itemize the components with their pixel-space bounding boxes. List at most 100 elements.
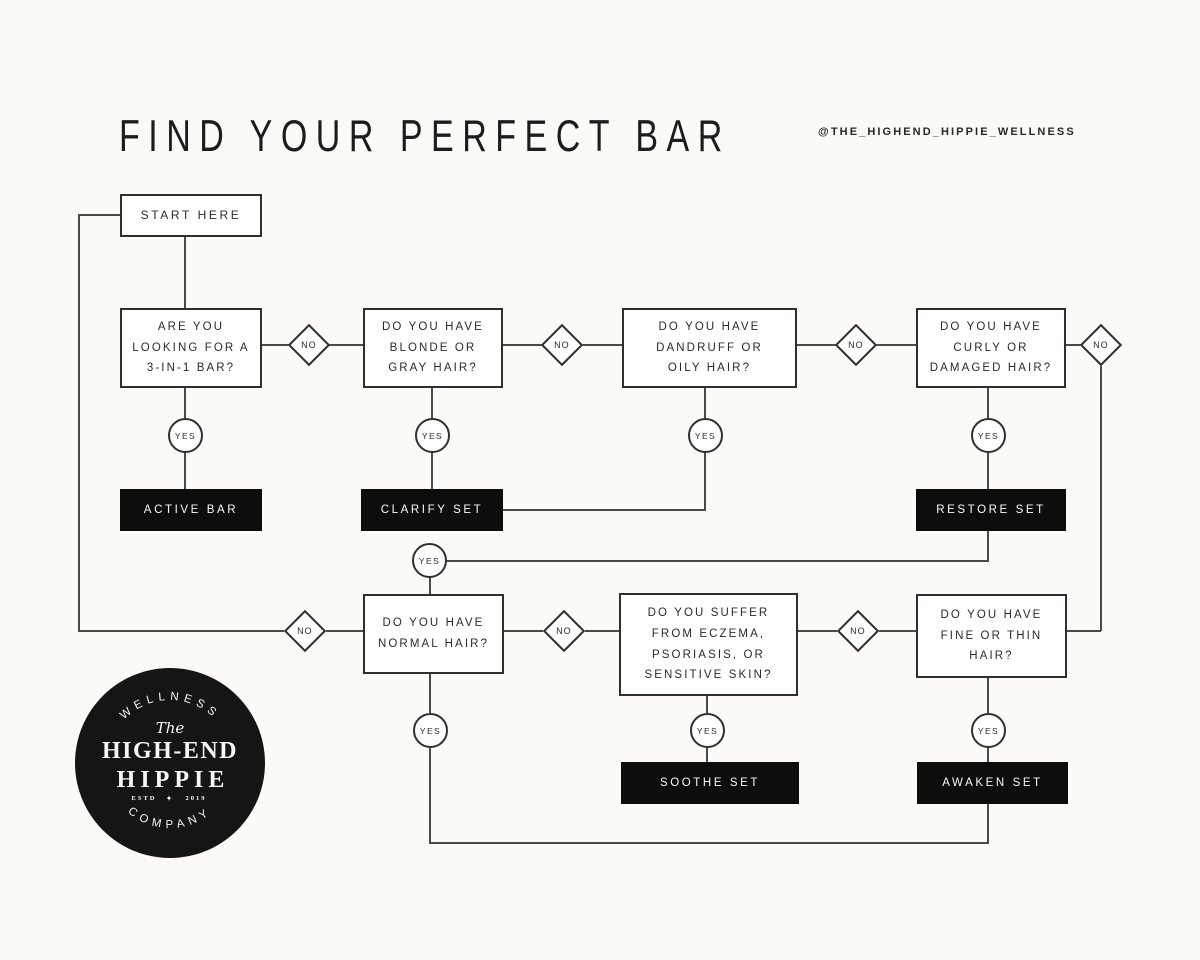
connector-line [326,630,363,632]
yes-connector-1: YES [168,418,203,453]
connector-line [876,344,916,346]
connector-line [184,237,186,308]
question-label: DO YOU HAVE FINE OR THIN HAIR? [940,608,1043,663]
no-connector-6: NO [542,609,586,653]
yes-label: YES [174,430,197,441]
yes-label: YES [977,725,1000,736]
node-q-normal-hair: DO YOU HAVE NORMAL HAIR? [363,594,504,674]
connector-line [987,531,989,561]
connector-line [706,748,708,762]
logo-the: The [156,719,185,737]
no-label: NO [297,626,313,636]
connector-line [184,452,186,489]
logo-name-hippie: HIPPIE [117,767,230,793]
connector-line [78,214,80,632]
result-awaken-set: AWAKEN SET [917,762,1068,804]
yes-label: YES [694,430,717,441]
node-q-dandruff-oily: DO YOU HAVE DANDRUFF OR OILY HAIR? [622,308,797,388]
connector-line [79,214,120,216]
connector-line [1067,630,1101,632]
no-label: NO [301,340,317,350]
connector-line [987,748,989,762]
yes-connector-2: YES [415,418,450,453]
connector-line [987,804,989,844]
result-active-bar: ACTIVE BAR [120,489,262,531]
connector-line [184,388,186,418]
no-label: NO [554,340,570,350]
result-clarify-set: CLARIFY SET [361,489,503,531]
result-label: AWAKEN SET [942,777,1043,789]
connector-line [429,674,431,713]
connector-line [262,344,289,346]
question-label: ARE YOU LOOKING FOR A 3-IN-1 BAR? [132,320,250,375]
yes-connector-4: YES [971,418,1006,453]
connector-line [987,678,989,713]
no-label: NO [556,626,572,636]
connector-line [798,630,837,632]
connector-line [1100,366,1102,631]
diamond-ornament-icon: ✦ [166,795,173,803]
connector-line [1066,344,1081,346]
connector-line [329,344,363,346]
connector-line [797,344,836,346]
yes-connector-8: YES [971,713,1006,748]
no-connector-4: NO [1079,323,1123,367]
connector-line [431,388,433,418]
result-label: CLARIFY SET [380,504,484,516]
connector-line [987,388,989,418]
result-label: SOOTHE SET [659,777,761,789]
logo-estd: ESTD [132,795,157,802]
yes-connector-6: YES [413,713,448,748]
connector-line [78,630,284,632]
connector-line [987,452,989,489]
logo-name-high-end: HIGH-END [102,738,238,764]
connector-line [446,560,989,562]
connector-line [429,842,989,844]
question-label: DO YOU HAVE BLONDE OR GRAY HAIR? [382,320,484,375]
yes-label: YES [418,555,441,566]
yes-label: YES [696,725,719,736]
node-q-curly-damaged: DO YOU HAVE CURLY OR DAMAGED HAIR? [916,308,1066,388]
yes-connector-5: YES [412,543,447,578]
connector-line [503,509,706,511]
connector-line [706,696,708,713]
result-label: ACTIVE BAR [143,504,239,516]
question-label: DO YOU SUFFER FROM ECZEMA, PSORIASIS, OR… [644,607,773,682]
yes-connector-3: YES [688,418,723,453]
page-title: FIND YOUR PERFECT BAR [119,112,731,162]
connector-line [504,630,543,632]
node-q-blonde-gray: DO YOU HAVE BLONDE OR GRAY HAIR? [363,308,503,388]
yes-label: YES [977,430,1000,441]
no-connector-3: NO [834,323,878,367]
yes-connector-7: YES [690,713,725,748]
connector-line [503,344,542,346]
node-q-eczema: DO YOU SUFFER FROM ECZEMA, PSORIASIS, OR… [619,593,798,696]
no-label: NO [848,340,864,350]
no-connector-2: NO [540,323,584,367]
connector-line [585,630,619,632]
connector-line [582,344,622,346]
yes-label: YES [419,725,442,736]
brand-logo: WELLNESS The HIGH-END HIPPIE ESTD ✦ 2019… [75,668,265,858]
connector-line [429,577,431,594]
connector-line [431,452,433,489]
no-connector-5: NO [283,609,327,653]
yes-label: YES [421,430,444,441]
connector-line [704,388,706,418]
node-start: START HERE [120,194,262,237]
connector-line [429,748,431,844]
connector-line [704,452,706,511]
result-soothe-set: SOOTHE SET [621,762,799,804]
logo-circle [75,668,265,858]
logo-year: 2019 [186,795,207,802]
no-label: NO [850,626,866,636]
no-label: NO [1093,340,1109,350]
node-q-3in1: ARE YOU LOOKING FOR A 3-IN-1 BAR? [120,308,262,388]
result-restore-set: RESTORE SET [916,489,1066,531]
result-label: RESTORE SET [936,504,1046,516]
question-label: DO YOU HAVE CURLY OR DAMAGED HAIR? [929,320,1053,375]
node-start-label: START HERE [140,207,242,222]
question-label: DO YOU HAVE NORMAL HAIR? [377,617,490,650]
question-label: DO YOU HAVE DANDRUFF OR OILY HAIR? [656,320,763,375]
